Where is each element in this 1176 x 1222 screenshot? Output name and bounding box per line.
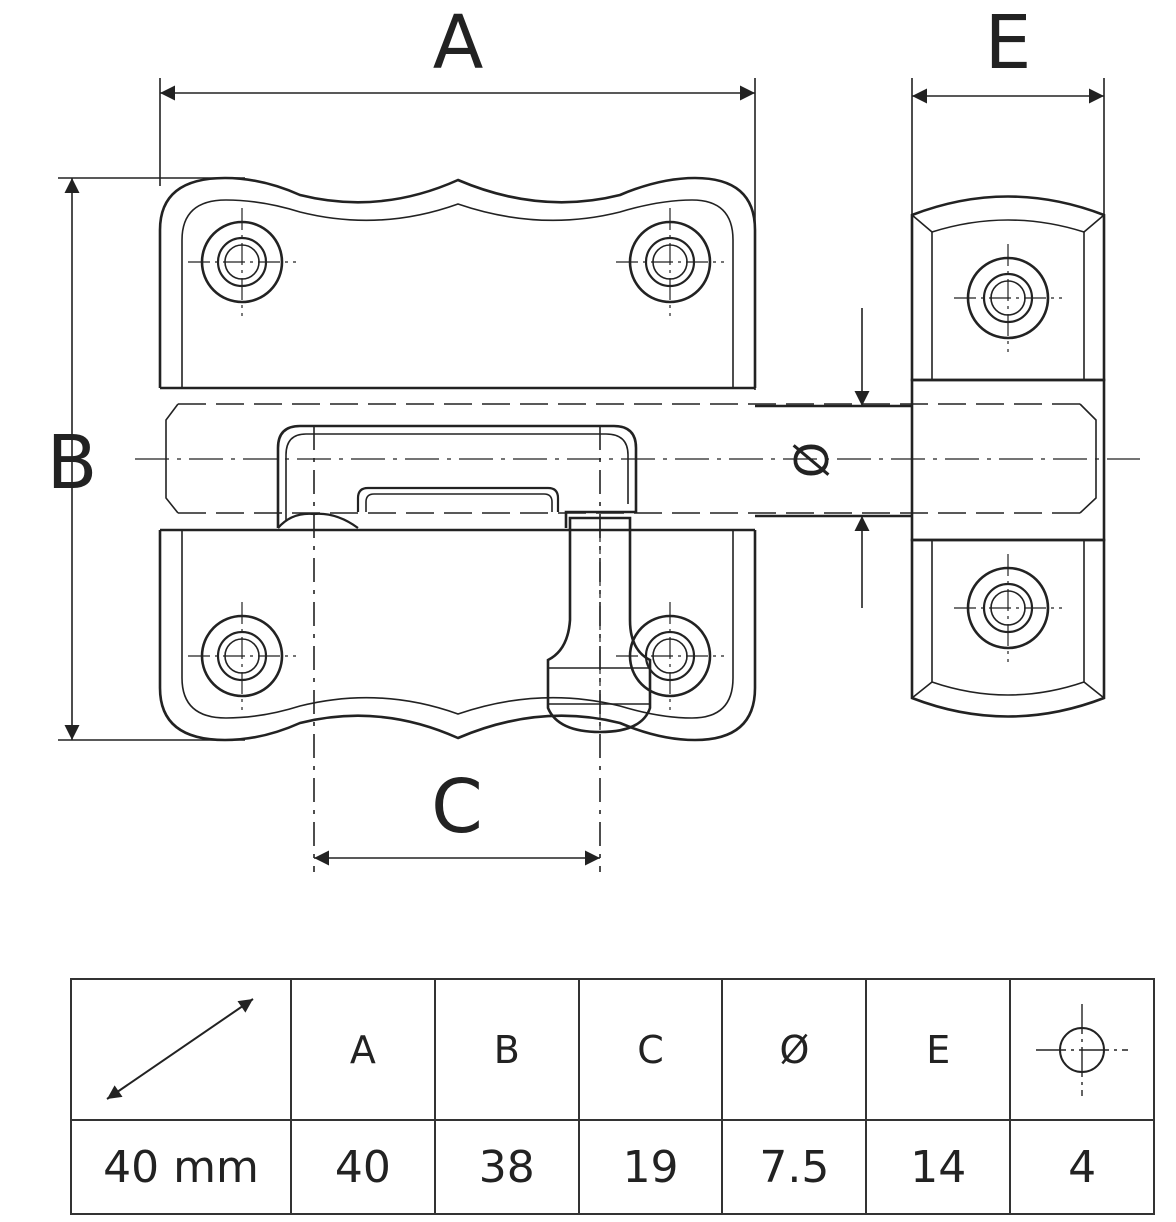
- header-a: A: [290, 978, 436, 1121]
- dimension-label-a: A: [433, 0, 484, 86]
- screw-hole-top-left: [188, 208, 296, 316]
- keeper-screw-hole-bottom: [954, 554, 1062, 662]
- keeper: [910, 195, 1106, 718]
- cell-size: 40 mm: [70, 1119, 292, 1215]
- bolt-handle: [546, 516, 652, 734]
- header-size-cell: [70, 978, 292, 1121]
- header-c: C: [577, 978, 724, 1121]
- base-plate: [158, 176, 757, 742]
- cell-b: 38: [433, 1119, 580, 1215]
- dimension-a: [159, 78, 756, 390]
- cell-diameter: 7.5: [721, 1119, 868, 1215]
- dimension-c: [313, 426, 601, 872]
- header-e: E: [865, 978, 1012, 1121]
- cell-c: 19: [577, 1119, 724, 1215]
- cell-holes: 4: [1009, 1119, 1155, 1215]
- dimensions-table: A B C Ø E 40 mm 40 38 19 7.5 14 4: [70, 978, 1155, 1215]
- dimension-e: [911, 78, 1105, 215]
- header-b: B: [433, 978, 580, 1121]
- screw-hole-bottom-right: [616, 602, 724, 710]
- bolt-slot: [276, 424, 638, 529]
- dimension-label-diameter: Ø: [785, 442, 839, 478]
- header-diameter: Ø: [721, 978, 868, 1121]
- screw-hole-bottom-left: [188, 602, 296, 710]
- cell-e: 14: [865, 1119, 1012, 1215]
- header-hole-cell: [1009, 978, 1155, 1121]
- dimension-label-c: C: [431, 764, 483, 850]
- diagonal-double-arrow-icon: [106, 997, 254, 1100]
- table-header-row: A B C Ø E: [70, 978, 1155, 1121]
- screw-hole-crosshair-icon: [1036, 1003, 1129, 1096]
- dimension-label-b: B: [47, 420, 98, 506]
- dimension-label-e: E: [985, 0, 1032, 86]
- bolt-rod: [755, 404, 912, 518]
- cell-a: 40: [290, 1119, 436, 1215]
- keeper-screw-hole-top: [954, 244, 1062, 352]
- table-row: 40 mm 40 38 19 7.5 14 4: [70, 1119, 1155, 1215]
- barrel-bolt-technical-drawing: A E B C Ø: [47, 0, 1140, 872]
- screw-hole-top-right: [616, 208, 724, 316]
